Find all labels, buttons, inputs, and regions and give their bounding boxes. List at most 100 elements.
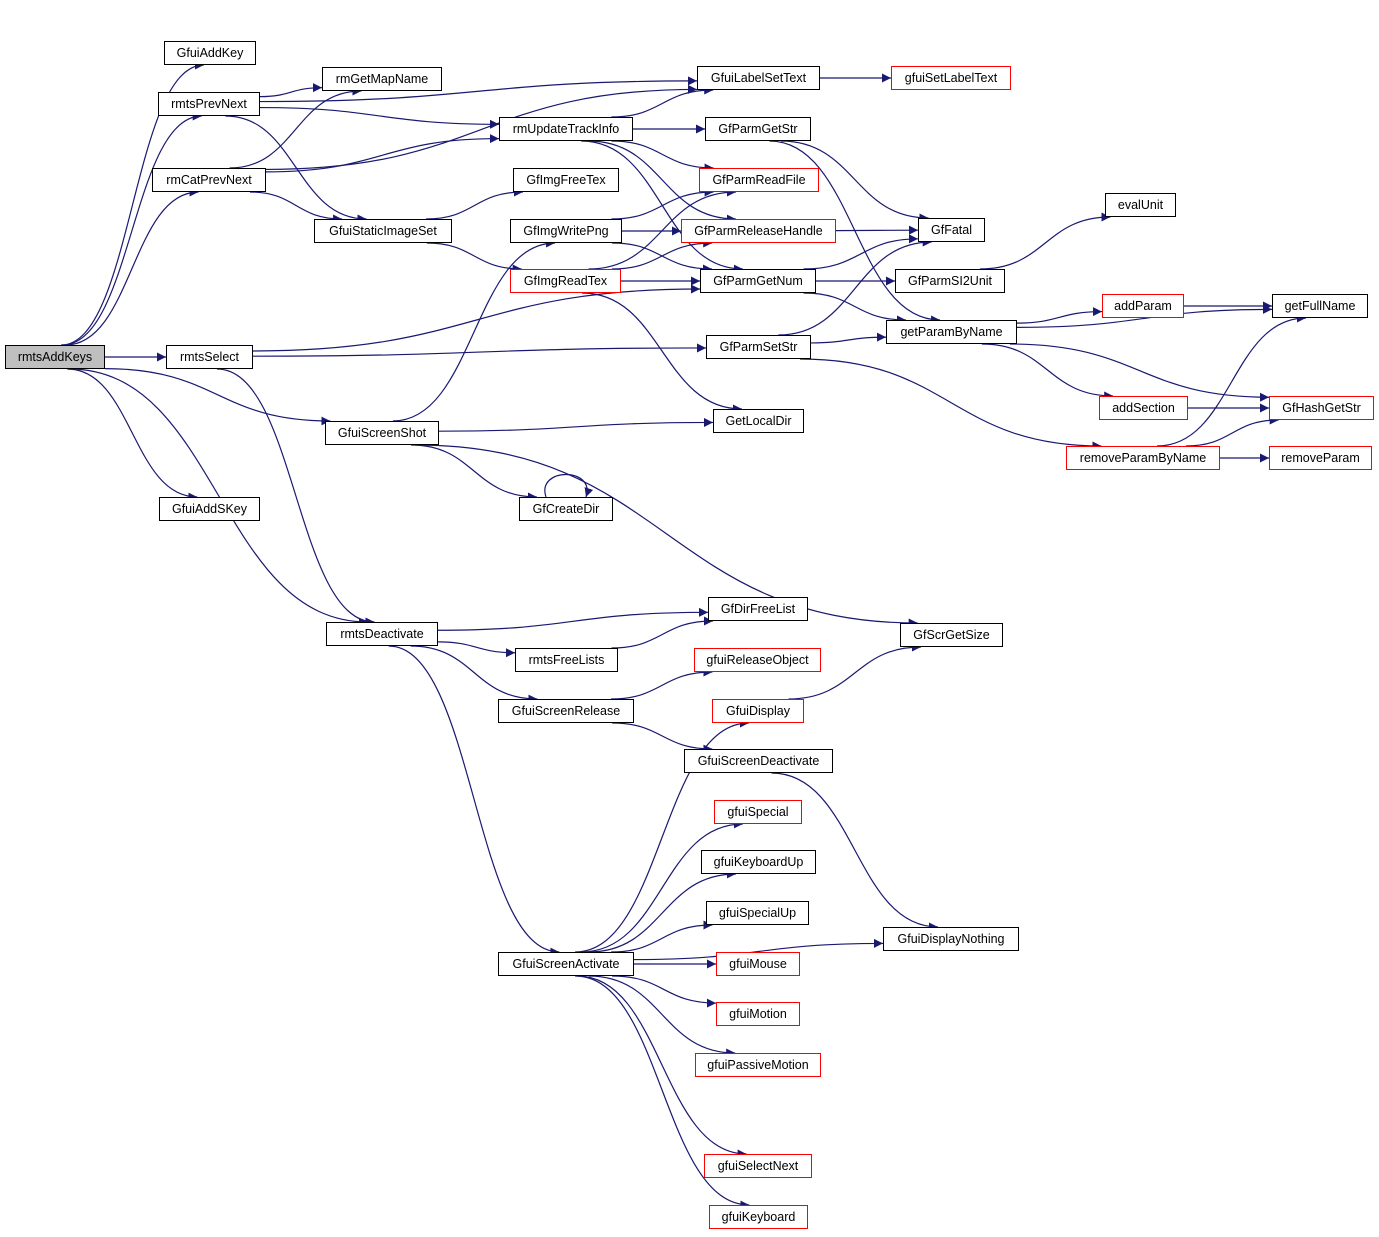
node-label: getParamByName xyxy=(900,325,1003,339)
node-GfParmReadFile[interactable]: GfParmReadFile xyxy=(699,168,819,192)
node-label: GfuiDisplayNothing xyxy=(897,932,1005,946)
edge-rmtsDeactivate-to-GfDirFreeList xyxy=(437,607,709,631)
node-label: getFullName xyxy=(1284,299,1356,313)
node-label: addSection xyxy=(1112,401,1175,415)
node-label: GfuiDisplay xyxy=(726,704,790,718)
edge-removeParamByName-to-getFullName xyxy=(1156,313,1307,447)
edge-rmtsSelect-to-GfParmSetStr xyxy=(252,343,707,357)
node-label: rmtsDeactivate xyxy=(340,627,424,641)
node-GfParmReleaseHandle[interactable]: GfParmReleaseHandle xyxy=(681,219,836,243)
node-GfHashGetStr[interactable]: GfHashGetStr xyxy=(1269,396,1374,420)
node-label: GetLocalDir xyxy=(725,414,792,428)
edge-GfuiScreenActivate-to-gfuiSpecialUp xyxy=(611,920,713,953)
node-gfuiPassiveMotion[interactable]: gfuiPassiveMotion xyxy=(695,1053,821,1077)
node-GfCreateDir[interactable]: GfCreateDir xyxy=(519,497,613,521)
node-rmtsDeactivate[interactable]: rmtsDeactivate xyxy=(326,622,438,646)
edge-rmUpdateTrackInfo-to-GfParmReleaseHandle xyxy=(588,140,736,224)
node-gfuiSelectNext[interactable]: gfuiSelectNext xyxy=(704,1154,812,1178)
node-gfuiMotion[interactable]: gfuiMotion xyxy=(716,1002,800,1026)
node-label: GfImgReadTex xyxy=(523,274,608,288)
node-GfParmSetStr[interactable]: GfParmSetStr xyxy=(706,335,811,359)
edge-GfImgReadTex-to-GfParmReleaseHandle xyxy=(611,238,713,270)
node-addParam[interactable]: addParam xyxy=(1102,294,1184,318)
node-gfuiSetLabelText[interactable]: gfuiSetLabelText xyxy=(891,66,1011,90)
edge-removeParamByName-to-GfHashGetStr xyxy=(1185,415,1279,447)
node-GfuiScreenRelease[interactable]: GfuiScreenRelease xyxy=(498,699,634,723)
node-GfScrGetSize[interactable]: GfScrGetSize xyxy=(900,623,1003,647)
edge-GfParmGetNum-to-getParamByName xyxy=(803,292,906,325)
node-GfuiAddKey[interactable]: GfuiAddKey xyxy=(164,41,256,65)
node-label: gfuiPassiveMotion xyxy=(707,1058,809,1072)
node-rmtsPrevNext[interactable]: rmtsPrevNext xyxy=(158,92,260,116)
node-label: gfuiSelectNext xyxy=(717,1159,799,1173)
edge-rmtsAddKeys-to-GfuiScreenShot xyxy=(104,368,331,426)
edge-GfParmGetNum-to-GfFatal xyxy=(803,234,919,270)
node-label: rmUpdateTrackInfo xyxy=(512,122,620,136)
node-gfuiKeyboard[interactable]: gfuiKeyboard xyxy=(709,1205,808,1229)
edge-GfCreateDir-to-GfCreateDir xyxy=(544,473,594,498)
node-label: gfuiSetLabelText xyxy=(904,71,998,85)
node-GfFatal[interactable]: GfFatal xyxy=(918,218,985,242)
node-GfuiDisplayNothing[interactable]: GfuiDisplayNothing xyxy=(883,927,1019,951)
node-label: gfuiKeyboardUp xyxy=(713,855,804,869)
node-rmtsSelect[interactable]: rmtsSelect xyxy=(166,345,253,369)
node-label: rmtsPrevNext xyxy=(171,97,247,111)
edge-GfImgReadTex-to-GetLocalDir xyxy=(582,292,742,414)
node-addSection[interactable]: addSection xyxy=(1099,396,1188,420)
edge-rmCatPrevNext-to-rmUpdateTrackInfo xyxy=(265,134,500,173)
node-removeParam[interactable]: removeParam xyxy=(1269,446,1372,470)
node-GfuiScreenActivate[interactable]: GfuiScreenActivate xyxy=(498,952,634,976)
edge-rmtsPrevNext-to-rmGetMapName xyxy=(259,83,323,98)
node-gfuiMouse[interactable]: gfuiMouse xyxy=(716,952,800,976)
edge-GfuiScreenShot-to-GfCreateDir xyxy=(411,444,537,502)
edge-GfuiScreenActivate-to-gfuiKeyboardUp xyxy=(588,869,736,953)
node-GfuiScreenDeactivate[interactable]: GfuiScreenDeactivate xyxy=(684,749,833,773)
node-label: GfImgFreeTex xyxy=(526,173,606,187)
node-getFullName[interactable]: getFullName xyxy=(1272,294,1368,318)
node-GfParmSI2Unit[interactable]: GfParmSI2Unit xyxy=(895,269,1005,293)
node-getParamByName[interactable]: getParamByName xyxy=(886,320,1017,344)
edge-GfuiScreenActivate-to-gfuiSelectNext xyxy=(577,975,747,1159)
edge-getParamByName-to-addParam xyxy=(1016,307,1103,324)
node-GfImgWritePng[interactable]: GfImgWritePng xyxy=(510,219,622,243)
node-rmtsAddKeys[interactable]: rmtsAddKeys xyxy=(5,345,105,369)
node-GfuiAddSKey[interactable]: GfuiAddSKey xyxy=(159,497,260,521)
edge-GfuiScreenRelease-to-gfuiReleaseObject xyxy=(611,667,713,700)
node-gfuiSpecialUp[interactable]: gfuiSpecialUp xyxy=(706,901,809,925)
node-label: GfCreateDir xyxy=(532,502,600,516)
node-GfParmGetNum[interactable]: GfParmGetNum xyxy=(700,269,816,293)
node-label: GfParmGetNum xyxy=(713,274,803,288)
node-label: gfuiSpecialUp xyxy=(718,906,797,920)
node-gfuiReleaseObject[interactable]: gfuiReleaseObject xyxy=(694,648,821,672)
node-label: GfDirFreeList xyxy=(720,602,796,616)
node-gfuiSpecial[interactable]: gfuiSpecial xyxy=(714,800,802,824)
node-GfImgReadTex[interactable]: GfImgReadTex xyxy=(510,269,621,293)
node-removeParamByName[interactable]: removeParamByName xyxy=(1066,446,1220,470)
node-GfDirFreeList[interactable]: GfDirFreeList xyxy=(708,597,808,621)
node-GfuiLabelSetText[interactable]: GfuiLabelSetText xyxy=(697,66,820,90)
edge-GfuiScreenActivate-to-GfuiDisplayNothing xyxy=(633,938,884,961)
edge-GfParmSI2Unit-to-evalUnit xyxy=(980,212,1111,270)
node-label: GfScrGetSize xyxy=(913,628,990,642)
node-rmUpdateTrackInfo[interactable]: rmUpdateTrackInfo xyxy=(499,117,633,141)
edge-rmtsSelect-to-GfParmGetNum xyxy=(252,284,701,352)
edge-getParamByName-to-getFullName xyxy=(1016,304,1273,328)
node-GfuiScreenShot[interactable]: GfuiScreenShot xyxy=(325,421,439,445)
node-GfParmGetStr[interactable]: GfParmGetStr xyxy=(705,117,811,141)
node-label: GfFatal xyxy=(931,223,972,237)
edge-rmUpdateTrackInfo-to-GfuiLabelSetText xyxy=(611,85,714,118)
node-rmtsFreeLists[interactable]: rmtsFreeLists xyxy=(515,648,618,672)
node-evalUnit[interactable]: evalUnit xyxy=(1105,193,1176,217)
node-rmGetMapName[interactable]: rmGetMapName xyxy=(322,67,442,91)
node-rmCatPrevNext[interactable]: rmCatPrevNext xyxy=(152,168,266,192)
node-GfImgFreeTex[interactable]: GfImgFreeTex xyxy=(513,168,619,192)
node-gfuiKeyboardUp[interactable]: gfuiKeyboardUp xyxy=(701,850,816,874)
edge-GfuiScreenActivate-to-gfuiPassiveMotion xyxy=(588,975,736,1058)
node-GetLocalDir[interactable]: GetLocalDir xyxy=(713,409,804,433)
node-GfuiDisplay[interactable]: GfuiDisplay xyxy=(712,699,804,723)
node-GfuiStaticImageSet[interactable]: GfuiStaticImageSet xyxy=(314,219,452,243)
edge-GfImgReadTex-to-GfParmReadFile xyxy=(588,187,737,270)
edge-GfuiScreenShot-to-GfImgWritePng xyxy=(392,238,556,422)
